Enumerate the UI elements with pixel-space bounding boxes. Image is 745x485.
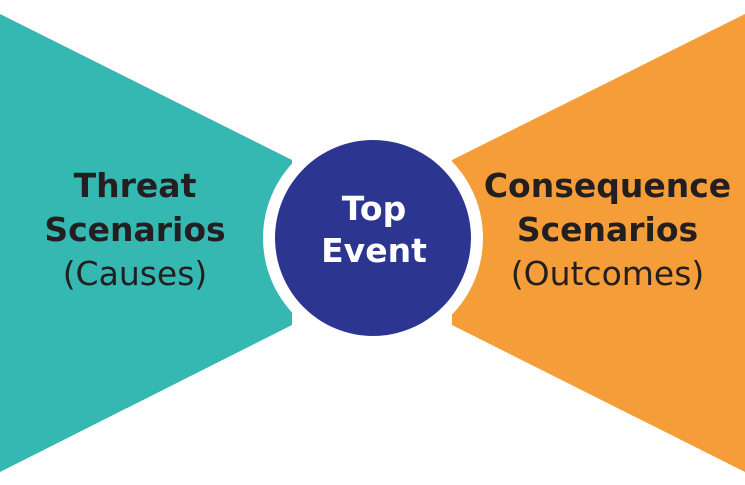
threat-subtitle: (Causes) bbox=[62, 254, 208, 293]
threat-title-line1: Threat bbox=[73, 166, 197, 205]
threat-title-line2: Scenarios bbox=[44, 210, 226, 249]
top-event-line1: Top bbox=[341, 189, 407, 228]
top-event-label: Top Event bbox=[274, 188, 474, 272]
threat-scenarios-label: Threat Scenarios (Causes) bbox=[20, 164, 250, 296]
consequence-scenarios-wedge bbox=[452, 14, 745, 472]
top-event-line2: Event bbox=[321, 231, 427, 270]
consequence-subtitle: (Outcomes) bbox=[510, 254, 705, 293]
consequence-title-line1: Consequence bbox=[483, 166, 732, 205]
top-event-circle bbox=[275, 140, 471, 336]
threat-scenarios-wedge bbox=[0, 14, 292, 472]
consequence-title-line2: Scenarios bbox=[516, 210, 699, 249]
consequence-scenarios-label: Consequence Scenarios (Outcomes) bbox=[470, 164, 745, 296]
